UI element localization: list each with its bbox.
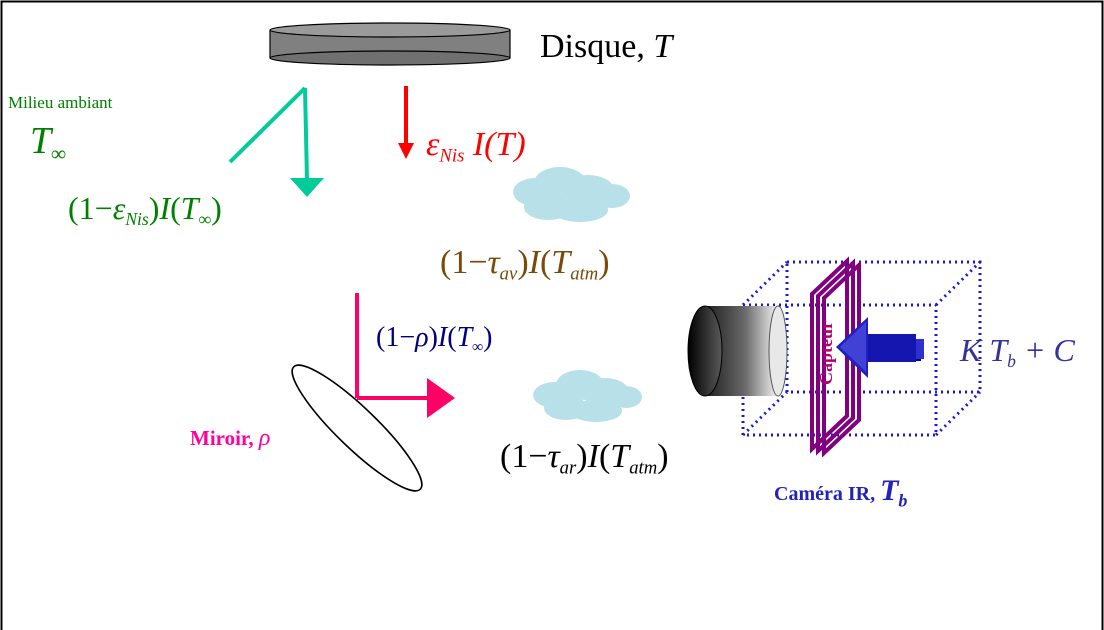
camera-lens bbox=[687, 305, 788, 397]
camera-output-term: K Tb + C bbox=[960, 334, 1075, 371]
camera-label-symbol: T bbox=[880, 474, 899, 507]
signal-arrow bbox=[836, 317, 924, 378]
atm-back-mid: ) bbox=[576, 438, 588, 475]
atm-back-tau-sub: ar bbox=[559, 457, 577, 479]
atm-front-mid: ) bbox=[517, 244, 529, 281]
ambient-term-eps: ε bbox=[112, 190, 126, 226]
atm-front-pre: (1− bbox=[440, 244, 488, 281]
atm-back-func: I bbox=[587, 438, 599, 475]
atm-front-arg-sub: atm bbox=[570, 263, 599, 285]
mirror-reflect-pre: (1− bbox=[376, 322, 416, 353]
mirror-reflect-rho: ρ bbox=[415, 322, 429, 353]
mirror-shape bbox=[291, 364, 423, 492]
emission-term-eps: ε bbox=[426, 126, 440, 163]
atm-front-func: I bbox=[528, 244, 540, 281]
ambient-term-arg: T bbox=[180, 190, 199, 226]
mirror-ray bbox=[355, 293, 430, 400]
mirror-reflect-close: ) bbox=[483, 322, 493, 353]
disk-label: Disque, T bbox=[540, 30, 672, 64]
atm-back-arg: T bbox=[610, 438, 630, 475]
camera-output-rest: + C bbox=[1015, 332, 1075, 368]
atmosphere-front-term: (1−τav)I(Tatm) bbox=[440, 246, 610, 284]
ambient-term-mid: ) bbox=[148, 190, 160, 226]
emission-term: εNis I(T) bbox=[426, 128, 526, 166]
camera-box bbox=[741, 260, 982, 437]
ambient-term-pre: (1− bbox=[68, 190, 113, 226]
atm-back-arg-sub: atm bbox=[629, 457, 658, 479]
atm-back-close: ) bbox=[657, 438, 669, 475]
ambient-temperature: T∞ bbox=[30, 122, 66, 164]
camera-label: Caméra IR, Tb bbox=[774, 474, 908, 511]
camera-output-k: K bbox=[960, 332, 982, 368]
emission-arrowhead bbox=[398, 143, 414, 159]
emission-term-arg: (T) bbox=[484, 126, 526, 163]
ambient-term-eps-sub: Nis bbox=[125, 209, 149, 230]
ambient-term-arg-sub: ∞ bbox=[198, 209, 212, 230]
mirror-arrowhead bbox=[427, 378, 455, 418]
atmosphere-back-term: (1−τar)I(Tatm) bbox=[500, 440, 669, 478]
atm-back-tau: τ bbox=[547, 438, 560, 475]
atm-front-open: ( bbox=[539, 244, 552, 281]
emission-term-func: I bbox=[464, 126, 485, 163]
mirror-reflect-arg-sub: ∞ bbox=[472, 338, 484, 356]
mirror-reflect-term: (1−ρ)I(T∞) bbox=[376, 324, 492, 355]
atm-back-open: ( bbox=[598, 438, 611, 475]
atm-front-tau-sub: av bbox=[499, 263, 518, 285]
ambient-term-open: ( bbox=[170, 190, 181, 226]
ambient-title: Milieu ambiant bbox=[8, 93, 113, 112]
cloud-back bbox=[533, 370, 642, 422]
camera-label-sub: b bbox=[898, 490, 908, 511]
mirror-reflect-arg: T bbox=[456, 322, 473, 353]
camera-label-word: Caméra IR, bbox=[774, 483, 881, 505]
mirror-reflect-open: ( bbox=[447, 322, 457, 353]
ambient-temperature-sub: ∞ bbox=[51, 141, 67, 166]
sensor-plates bbox=[810, 256, 861, 458]
emission-term-eps-sub: Nis bbox=[439, 145, 465, 167]
cloud-front bbox=[513, 167, 630, 222]
mirror-reflect-func: I bbox=[437, 322, 448, 353]
atm-front-close: ) bbox=[598, 244, 610, 281]
mirror-reflect-mid: ) bbox=[428, 322, 438, 353]
camera-output-t-sub: b bbox=[1007, 351, 1016, 372]
camera-output-t: T bbox=[981, 332, 1008, 368]
disk-label-word: Disque, bbox=[540, 28, 654, 65]
ambient-arrowhead bbox=[290, 178, 324, 197]
mirror-label-word: Miroir, bbox=[190, 426, 259, 450]
mirror-label-symbol: ρ bbox=[258, 425, 271, 451]
ambient-term-close: ) bbox=[211, 190, 222, 226]
atm-front-arg: T bbox=[551, 244, 571, 281]
ambient-term: (1−εNis)I(T∞) bbox=[68, 192, 222, 229]
ambient-ray bbox=[228, 86, 309, 181]
atm-front-tau: τ bbox=[487, 244, 500, 281]
ambient-temperature-symbol: T bbox=[30, 120, 52, 162]
atm-back-pre: (1− bbox=[500, 438, 548, 475]
ambient-term-func: I bbox=[159, 190, 171, 226]
mirror-label: Miroir, ρ bbox=[190, 426, 270, 450]
disk-shape bbox=[269, 22, 511, 66]
sensor-label: Capteur bbox=[816, 321, 836, 385]
disk-label-symbol: T bbox=[653, 28, 673, 65]
